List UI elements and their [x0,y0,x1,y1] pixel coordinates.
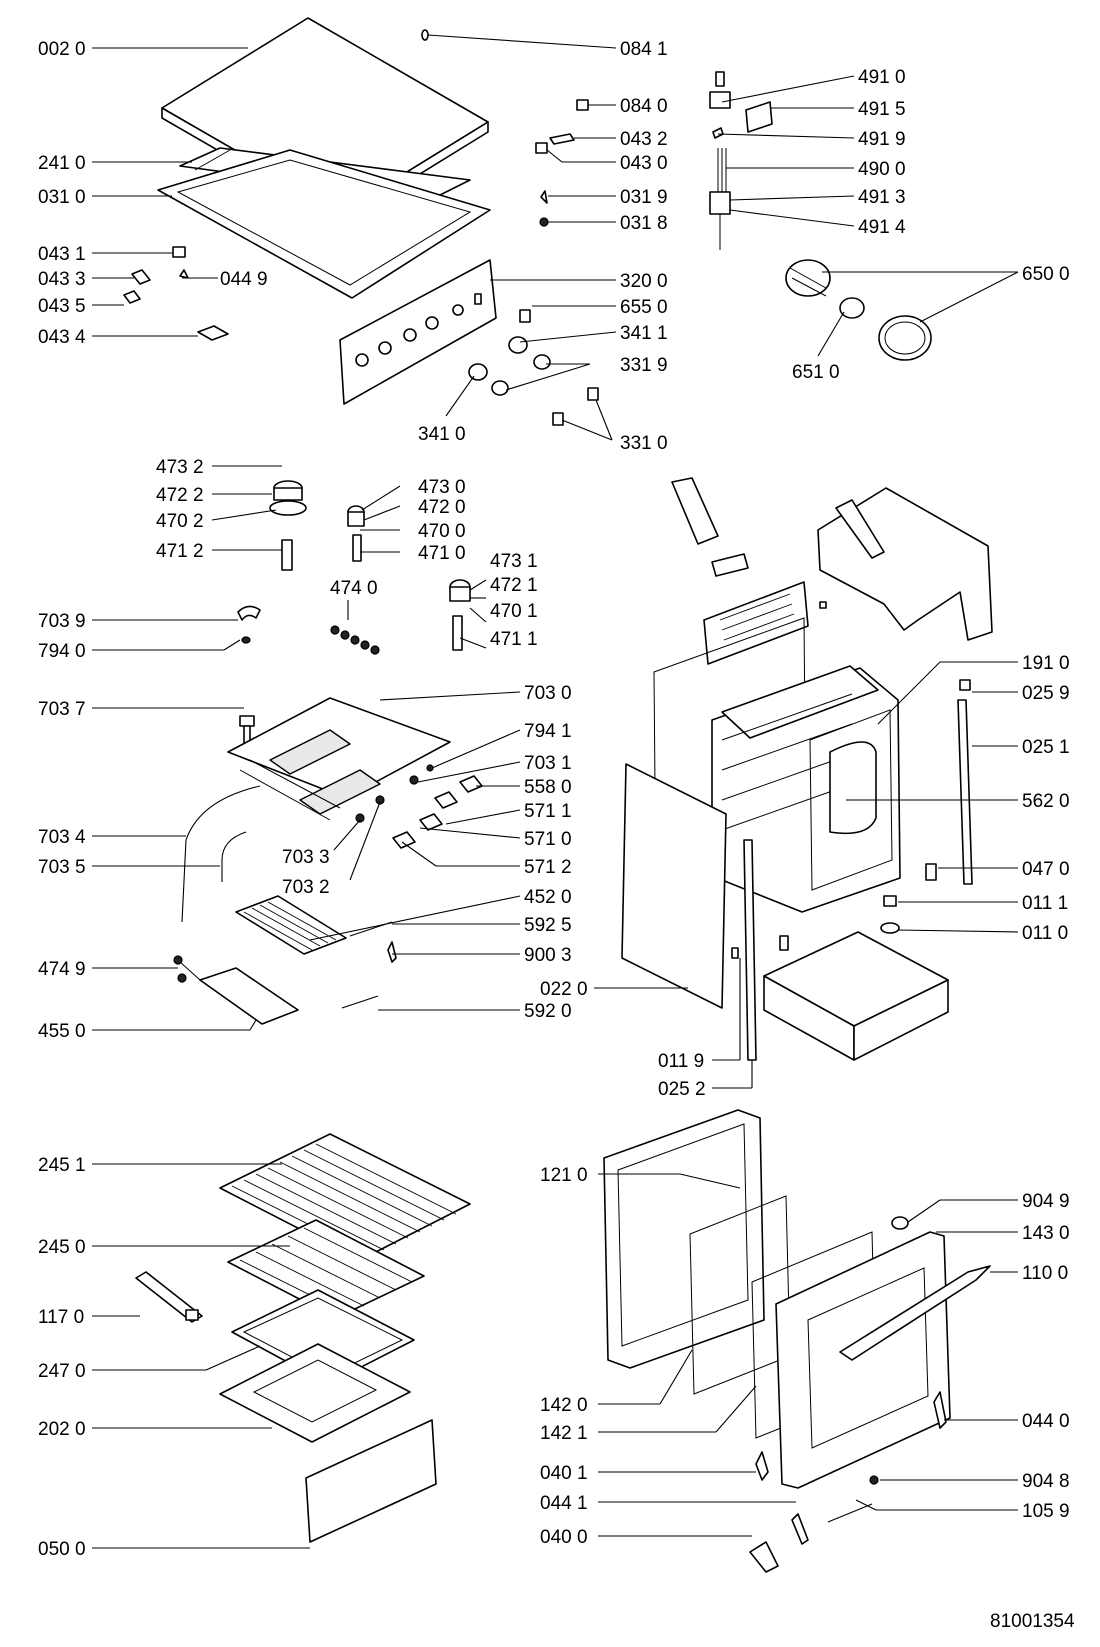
label-043-1: 043 1 [38,244,86,265]
label-011-0: 011 0 [1022,923,1068,944]
label-191-0: 191 0 [1022,653,1070,674]
label-794-1: 794 1 [524,721,572,742]
label-025-2: 025 2 [658,1079,706,1100]
label-571-2: 571 2 [524,857,572,878]
label-571-1: 571 1 [524,801,572,822]
label-703-9: 703 9 [38,611,86,632]
hob-assembly [123,17,932,426]
label-121-0: 121 0 [540,1165,588,1186]
label-470-1: 470 1 [490,601,538,622]
label-472-2: 472 2 [156,485,204,506]
label-491-9: 491 9 [858,129,906,150]
label-472-1: 472 1 [490,575,538,596]
label-703-2: 703 2 [282,877,330,898]
label-031-8: 031 8 [620,213,668,234]
label-558-0: 558 0 [524,777,572,798]
label-473-0: 473 0 [418,477,466,498]
cabinet-assembly [621,477,993,1061]
label-044-0: 044 0 [1022,1411,1070,1432]
label-320-0: 320 0 [620,271,668,292]
label-562-0: 562 0 [1022,791,1070,812]
label-011-1: 011 1 [1022,893,1068,914]
label-703-3: 703 3 [282,847,330,868]
label-044-9: 044 9 [220,269,268,290]
leader-lines [92,34,1019,1549]
label-571-0: 571 0 [524,829,572,850]
label-490-0: 490 0 [858,159,906,180]
label-341-1: 341 1 [620,323,668,344]
label-043-5: 043 5 [38,296,86,317]
label-331-9: 331 9 [620,355,668,376]
label-703-7: 703 7 [38,699,86,720]
label-040-0: 040 0 [540,1527,588,1548]
shelf-assembly [135,1133,471,1543]
label-491-4: 491 4 [858,217,906,238]
label-031-9: 031 9 [620,187,668,208]
label-084-1: 084 1 [620,39,668,60]
label-011-9: 011 9 [658,1051,704,1072]
label-474-9: 474 9 [38,959,86,980]
door-assembly [603,1109,991,1573]
label-050-0: 050 0 [38,1539,86,1560]
label-031-0: 031 0 [38,187,86,208]
label-592-5: 592 5 [524,915,572,936]
label-703-4: 703 4 [38,827,86,848]
label-794-0: 794 0 [38,641,86,662]
label-043-2: 043 2 [620,129,668,150]
label-471-2: 471 2 [156,541,204,562]
label-900-3: 900 3 [524,945,572,966]
document-number: 81001354 [990,1611,1075,1632]
label-022-0: 022 0 [540,979,588,1000]
label-650-0: 650 0 [1022,264,1070,285]
label-245-1: 245 1 [38,1155,86,1176]
label-471-1: 471 1 [490,629,538,650]
label-470-0: 470 0 [418,521,466,542]
label-047-0: 047 0 [1022,859,1070,880]
label-703-1: 703 1 [524,753,572,774]
label-655-0: 655 0 [620,297,668,318]
label-110-0: 110 0 [1022,1263,1068,1284]
label-592-0: 592 0 [524,1001,572,1022]
label-044-1: 044 1 [540,1493,588,1514]
label-491-5: 491 5 [858,99,906,120]
label-245-0: 245 0 [38,1237,86,1258]
label-247-0: 247 0 [38,1361,86,1382]
label-472-0: 472 0 [418,497,466,518]
label-474-0: 474 0 [330,578,378,599]
label-025-1: 025 1 [1022,737,1070,758]
label-331-0: 331 0 [620,433,668,454]
label-473-2: 473 2 [156,457,204,478]
label-105-9: 105 9 [1022,1501,1070,1522]
label-025-9: 025 9 [1022,683,1070,704]
label-904-8: 904 8 [1022,1471,1070,1492]
label-491-3: 491 3 [858,187,906,208]
label-651-0: 651 0 [792,362,840,383]
label-471-0: 471 0 [418,543,466,564]
label-202-0: 202 0 [38,1419,86,1440]
label-904-9: 904 9 [1022,1191,1070,1212]
label-040-1: 040 1 [540,1463,588,1484]
label-470-2: 470 2 [156,511,204,532]
label-043-3: 043 3 [38,269,86,290]
label-117-0: 117 0 [38,1307,84,1328]
label-084-0: 084 0 [620,96,668,117]
label-143-0: 143 0 [1022,1223,1070,1244]
label-341-0: 341 0 [418,424,466,445]
label-491-0: 491 0 [858,67,906,88]
label-241-0: 241 0 [38,153,86,174]
label-455-0: 455 0 [38,1021,86,1042]
label-002-0: 002 0 [38,39,86,60]
burner-assembly [173,480,483,1025]
label-452-0: 452 0 [524,887,572,908]
label-703-0: 703 0 [524,683,572,704]
label-142-0: 142 0 [540,1395,588,1416]
label-043-4: 043 4 [38,327,86,348]
label-473-1: 473 1 [490,551,538,572]
label-043-0: 043 0 [620,153,668,174]
label-703-5: 703 5 [38,857,86,878]
label-142-1: 142 1 [540,1423,588,1444]
part-labels: 002 0 084 1 084 0 043 2 043 0 031 9 031 … [38,39,1075,1632]
